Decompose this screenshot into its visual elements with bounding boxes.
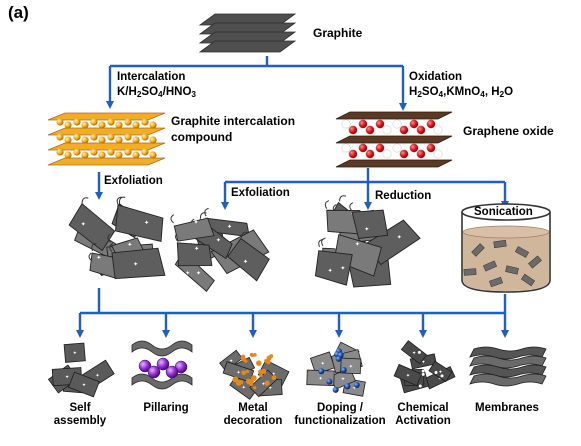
svg-text:✦: ✦ <box>193 219 198 226</box>
svg-text:✦: ✦ <box>261 381 265 387</box>
svg-text:✦: ✦ <box>95 373 99 379</box>
gic-label-line1: Graphite intercalation <box>171 114 296 128</box>
svg-text:✦: ✦ <box>242 385 246 391</box>
graphite-stack-icon <box>198 13 297 53</box>
reduced-graphene-oxide-sheets-icon: ✦✦✦✦✦✦✦✦✦✦✦ <box>314 195 421 288</box>
oxide-branch-connector <box>221 168 509 210</box>
svg-text:✦: ✦ <box>349 364 353 370</box>
graphene-oxide-stack-icon <box>335 111 453 168</box>
svg-text:✦: ✦ <box>236 370 240 376</box>
svg-text:✦: ✦ <box>216 237 221 244</box>
graphite-intercalation-compound-icon <box>47 112 166 166</box>
sonication-label: Sonication <box>474 206 533 218</box>
svg-text:✦: ✦ <box>352 385 356 391</box>
svg-text:✦: ✦ <box>82 382 86 388</box>
svg-text:✦: ✦ <box>319 376 323 382</box>
svg-text:✦: ✦ <box>144 219 149 226</box>
svg-text:✦: ✦ <box>341 377 345 383</box>
svg-text:✦: ✦ <box>438 376 442 382</box>
svg-text:✦: ✦ <box>412 350 416 356</box>
pillaring-label: Pillaring <box>143 402 189 414</box>
svg-text:✦: ✦ <box>185 270 190 277</box>
svg-text:✦: ✦ <box>397 234 402 241</box>
svg-text:✦: ✦ <box>81 221 86 228</box>
intercalation-label: Intercalation <box>117 71 186 83</box>
svg-text:✦: ✦ <box>65 375 69 381</box>
gic-label-line2: compound <box>171 130 233 144</box>
svg-text:✦: ✦ <box>229 359 233 365</box>
svg-text:✦: ✦ <box>321 361 325 367</box>
exfoliated-graphene-sheets-icon: ✦✦✦✦✦✦✦✦✦✦✦✦ <box>68 196 166 280</box>
doping-functionalization-label: Doping /functionalization <box>294 402 386 428</box>
bottom-distribution-connector <box>76 288 509 338</box>
svg-text:✦: ✦ <box>268 386 272 392</box>
svg-text:✦: ✦ <box>406 373 410 379</box>
intercalation-reagents-label: K/H2SO4/HNO3 <box>117 86 197 100</box>
exfoliation-left-label: Exfoliation <box>104 175 163 187</box>
svg-text:✦: ✦ <box>272 371 276 377</box>
svg-text:✦: ✦ <box>421 359 425 365</box>
self-assembly-icon: ✦✦✦✦✦✦✦ <box>47 342 115 398</box>
top-split-connector <box>106 56 407 111</box>
svg-text:✦: ✦ <box>227 223 232 230</box>
svg-text:✦: ✦ <box>364 226 369 233</box>
doping-functionalization-icon: ✦✦✦✦✦✦✦ <box>306 341 366 397</box>
exfoliated-graphene-oxide-sheets-icon: ✦✦✦✦✦✦✦✦✦✦✦✦✦✦ <box>170 207 270 292</box>
svg-text:✦: ✦ <box>355 241 360 248</box>
oxidation-reagents-label: H2SO4,KMnO4, H2O <box>409 86 514 100</box>
svg-text:✦: ✦ <box>194 246 199 253</box>
svg-text:✦: ✦ <box>133 261 138 268</box>
svg-text:✦: ✦ <box>73 351 77 357</box>
svg-text:✦: ✦ <box>340 265 345 272</box>
chemical-activation-icon: ✦✦✦✦✦✦✦ <box>393 340 456 394</box>
graphene-oxide-label: Graphene oxide <box>463 124 554 138</box>
membranes-icon <box>469 346 547 387</box>
svg-text:✦: ✦ <box>127 241 132 248</box>
reduction-label: Reduction <box>375 190 432 202</box>
svg-text:✦: ✦ <box>196 270 201 277</box>
sonication-beaker-icon <box>461 203 551 293</box>
svg-text:✦: ✦ <box>96 254 101 261</box>
svg-text:✦: ✦ <box>438 369 442 375</box>
graphite-label: Graphite <box>313 26 363 40</box>
exfoliation-mid-label: Exfoliation <box>231 187 290 199</box>
pillaring-icon <box>131 340 193 390</box>
oxidation-label: Oxidation <box>409 71 463 83</box>
svg-text:✦: ✦ <box>328 267 333 274</box>
panel-label: (a) <box>8 3 29 22</box>
membranes-label: Membranes <box>475 402 539 414</box>
svg-text:✦: ✦ <box>243 258 248 265</box>
metal-decoration-icon: ✦✦✦✦✦✦✦ <box>219 349 290 400</box>
